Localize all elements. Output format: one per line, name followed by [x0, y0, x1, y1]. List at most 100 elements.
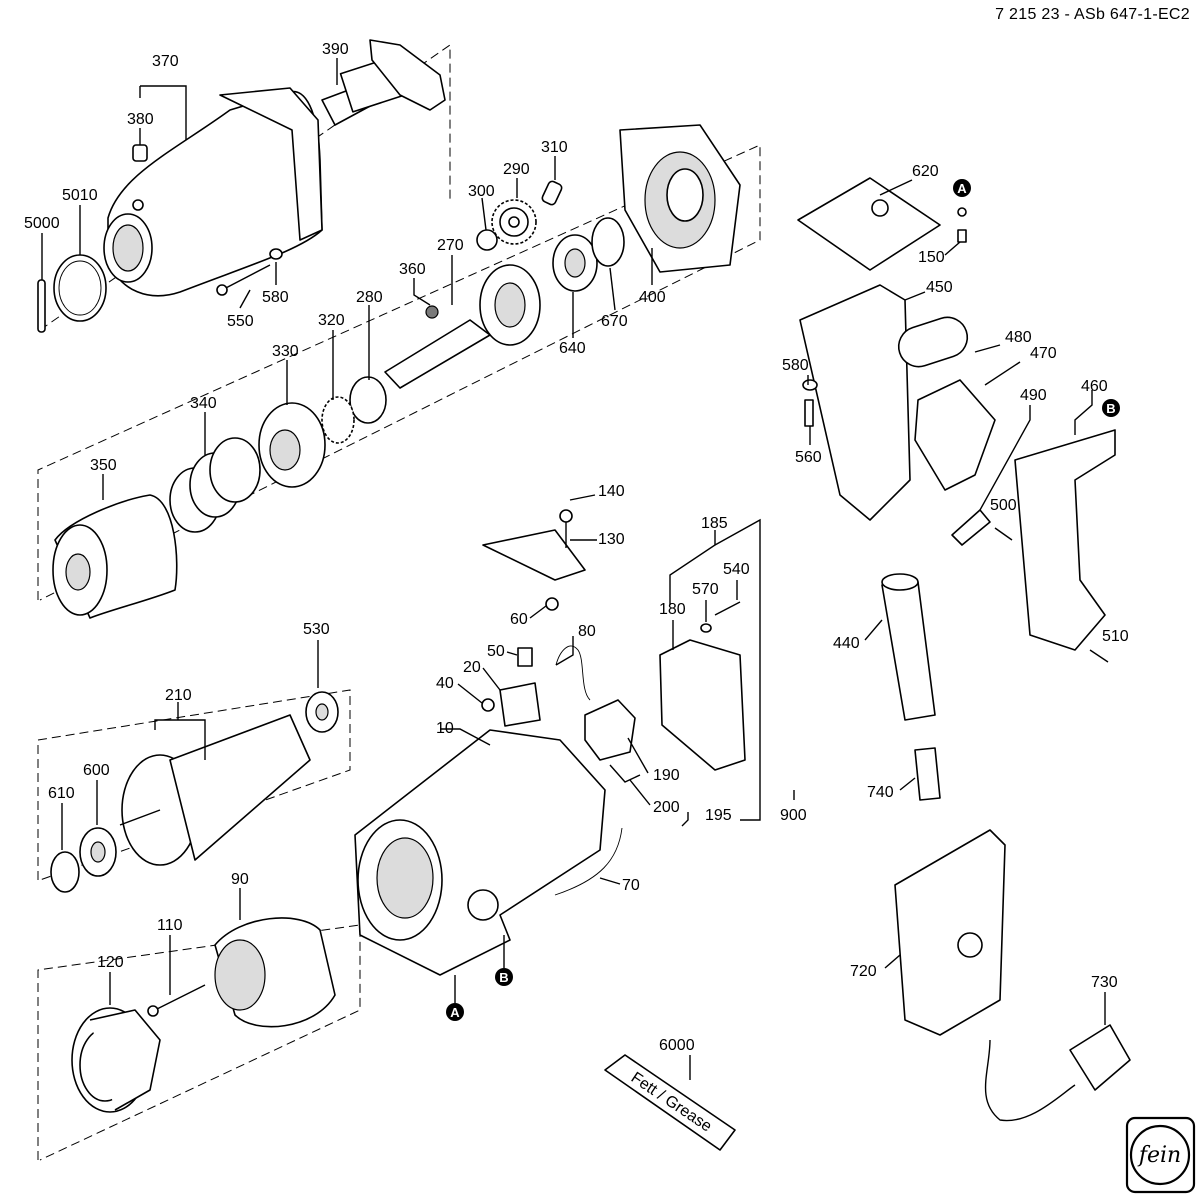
callout-380: 380 [127, 111, 154, 128]
washer-580a [269, 248, 283, 260]
screw-580b [802, 379, 818, 391]
callout-480: 480 [1005, 329, 1032, 346]
logo-text: fein [1137, 1143, 1181, 1168]
spring-340 [169, 437, 261, 533]
screw-150 [957, 207, 967, 243]
ring-610 [50, 851, 80, 893]
callout-190: 190 [653, 767, 680, 784]
callout-140: 140 [598, 483, 625, 500]
callout-570: 570 [692, 581, 719, 598]
callout-340: 340 [190, 395, 217, 412]
callout-510: 510 [1102, 628, 1129, 645]
document-number: 7 215 23 - ASb 647-1-EC2 [995, 6, 1190, 23]
callout-370: 370 [152, 53, 179, 70]
callout-580-a: 580 [262, 289, 289, 306]
leader-lines [41, 58, 1106, 1080]
spindle-270 [384, 264, 541, 389]
callout-730: 730 [1091, 974, 1118, 991]
callout-20: 20 [463, 659, 481, 676]
screw-560 [804, 399, 814, 427]
pin-310 [541, 180, 563, 206]
ring-670 [591, 217, 625, 267]
callout-5000: 5000 [24, 215, 60, 232]
callout-440: 440 [833, 635, 860, 652]
callout-390: 390 [322, 41, 349, 58]
callout-550: 550 [227, 313, 254, 330]
callout-330: 330 [272, 343, 299, 360]
gear-290 [491, 199, 537, 245]
callout-580-b: 580 [782, 357, 809, 374]
callout-350: 350 [90, 457, 117, 474]
switch-190 [584, 699, 636, 761]
bearing-530 [305, 691, 339, 733]
set-screw-380 [132, 144, 148, 162]
capacitor-480 [897, 316, 969, 368]
callout-150: 150 [918, 249, 945, 266]
ring-280 [349, 376, 387, 424]
callout-500: 500 [990, 497, 1017, 514]
motor-housing-10 [354, 729, 606, 976]
callout-10: 10 [436, 720, 454, 737]
callout-530: 530 [303, 621, 330, 638]
callout-120: 120 [97, 954, 124, 971]
callout-490: 490 [1020, 387, 1047, 404]
marker-a-bottom: A [446, 1003, 464, 1021]
flange-400 [619, 124, 741, 273]
bearing-600 [79, 827, 117, 877]
svg-text:B: B [499, 970, 508, 985]
screw-500 [994, 527, 1013, 541]
callout-90: 90 [231, 871, 249, 888]
handle-440 [881, 573, 936, 721]
cover-130 [482, 529, 586, 581]
armature-210 [119, 714, 311, 866]
screw-60 [545, 597, 559, 611]
ring-120 [71, 1007, 161, 1113]
screw-510 [1089, 649, 1109, 663]
marker-b-top: B [1102, 399, 1120, 417]
clutch-350 [52, 494, 178, 619]
callout-200: 200 [653, 799, 680, 816]
needle-bearing-300 [476, 229, 498, 251]
callout-450: 450 [926, 279, 953, 296]
handle-450 [799, 284, 911, 521]
marker-b-bottom: B [495, 968, 513, 986]
svg-text:A: A [450, 1005, 460, 1020]
callout-640: 640 [559, 340, 586, 357]
screw-550 [216, 264, 271, 296]
svg-text:B: B [1106, 401, 1115, 416]
callout-300: 300 [468, 183, 495, 200]
callout-130: 130 [598, 531, 625, 548]
callout-740: 740 [867, 784, 894, 801]
callout-195: 195 [705, 807, 732, 824]
callout-560: 560 [795, 449, 822, 466]
bracket-200 [609, 764, 641, 783]
callout-470: 470 [1030, 345, 1057, 362]
tube-label: Fett / Grease [628, 1069, 715, 1135]
cable-70 [554, 827, 623, 896]
callout-270: 270 [437, 237, 464, 254]
callout-720: 720 [850, 963, 877, 980]
handle-shell-460 [1014, 429, 1116, 651]
pin-5000 [37, 279, 46, 333]
clamp-490 [951, 509, 991, 546]
callout-610: 610 [48, 785, 75, 802]
bearing-640 [552, 234, 598, 292]
brush-50 [517, 647, 533, 667]
plug-730 [984, 1024, 1131, 1122]
callout-50: 50 [487, 643, 505, 660]
screw-140 [559, 509, 573, 548]
callout-900: 900 [780, 807, 807, 824]
callout-80: 80 [578, 623, 596, 640]
callout-5010: 5010 [62, 187, 98, 204]
spindle-390 [321, 39, 446, 126]
grease-tube-6000: Fett / Grease [604, 1054, 736, 1151]
callout-180: 180 [659, 601, 686, 618]
sleeve-740 [914, 747, 941, 801]
fein-logo-icon: fein [1125, 1116, 1196, 1194]
brush-holder-185 [659, 639, 746, 771]
gear-housing-370 [103, 87, 323, 297]
callout-670: 670 [601, 313, 628, 330]
callout-210: 210 [165, 687, 192, 704]
callout-620: 620 [912, 163, 939, 180]
